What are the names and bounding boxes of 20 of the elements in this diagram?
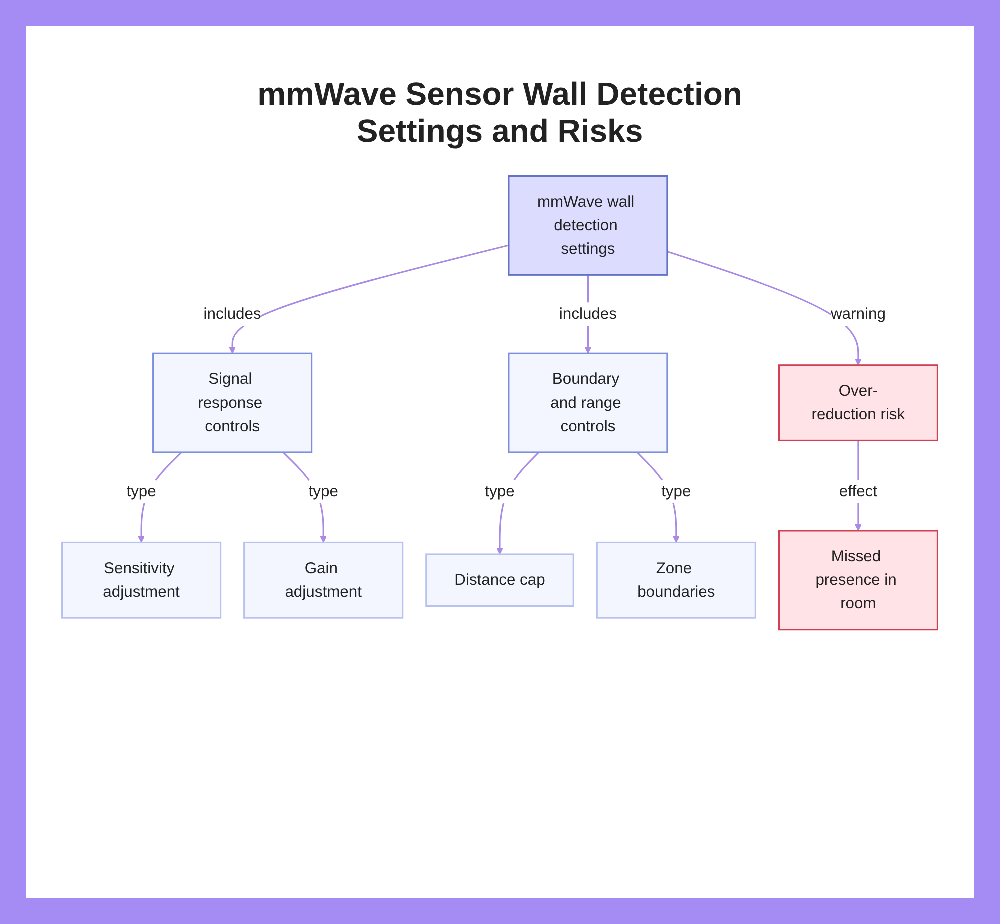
node-box: Boundary and range controls (508, 352, 668, 453)
arrow (229, 244, 510, 354)
edge-label: includes (559, 305, 617, 323)
edge-label: warning (830, 305, 886, 323)
edge-label: type (662, 482, 692, 500)
node-box: Distance cap (426, 553, 574, 607)
node-box: Signal response controls (152, 352, 313, 453)
edge-label: type (485, 482, 515, 500)
node-box: Over-reduction risk (778, 364, 938, 442)
edge-label: effect (839, 482, 878, 500)
node-box: Missed presence in room (778, 530, 938, 630)
node-box: Sensitivity adjustment (62, 542, 222, 618)
arrow (667, 250, 862, 366)
node-box: mmWave wall detection settings (508, 175, 668, 276)
node-box: Zone boundaries (596, 542, 756, 618)
edge-label: includes (204, 305, 262, 323)
edge-label: type (126, 482, 156, 500)
edge-label: type (308, 482, 338, 500)
node-box: Gain adjustment (244, 542, 404, 618)
diagram-title: mmWave Sensor Wall Detection Settings and Risks (256, 76, 744, 150)
